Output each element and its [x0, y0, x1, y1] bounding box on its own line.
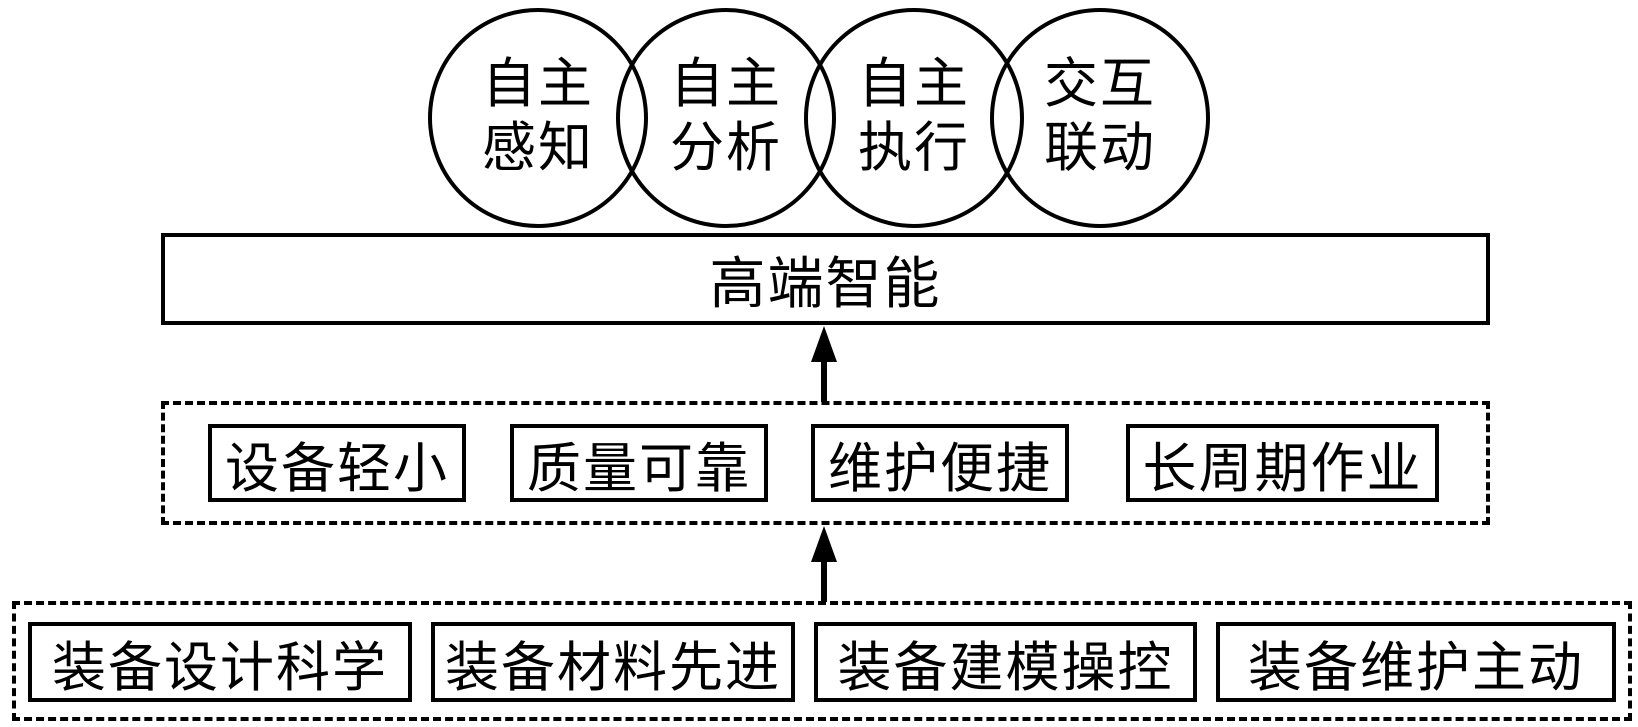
capability-line2: 分析: [670, 116, 782, 179]
capability-line2: 联动: [1044, 116, 1156, 179]
middle-requirements-group: [161, 401, 1490, 525]
capability-line1: 交互: [1044, 52, 1156, 115]
bottom-item: 装备材料先进: [431, 622, 795, 702]
capability-label-3: 自主 执行: [844, 52, 984, 180]
arrow-up-icon: [811, 326, 837, 362]
capability-line2: 执行: [858, 116, 970, 179]
capability-label-1: 自主 感知: [468, 52, 608, 180]
middle-item: 设备轻小: [208, 424, 466, 502]
bottom-item: 装备建模操控: [814, 622, 1197, 702]
bottom-item: 装备维护主动: [1216, 622, 1616, 702]
capability-line1: 自主: [482, 52, 594, 115]
capability-line1: 自主: [858, 52, 970, 115]
capability-label-4: 交互 联动: [1030, 52, 1170, 180]
high-end-intelligence-bar: 高端智能: [161, 233, 1490, 325]
arrow-shaft: [821, 360, 827, 402]
middle-item: 维护便捷: [811, 424, 1069, 502]
bottom-item: 装备设计科学: [28, 622, 412, 702]
middle-item: 长周期作业: [1126, 424, 1439, 502]
arrow-up-icon: [811, 526, 837, 562]
capability-line2: 感知: [482, 116, 594, 179]
bottom-foundations-group: [12, 601, 1632, 721]
capability-circle-4: [990, 8, 1210, 228]
capability-line1: 自主: [670, 52, 782, 115]
arrow-shaft: [821, 560, 827, 602]
middle-item: 质量可靠: [510, 424, 768, 502]
capability-label-2: 自主 分析: [656, 52, 796, 180]
